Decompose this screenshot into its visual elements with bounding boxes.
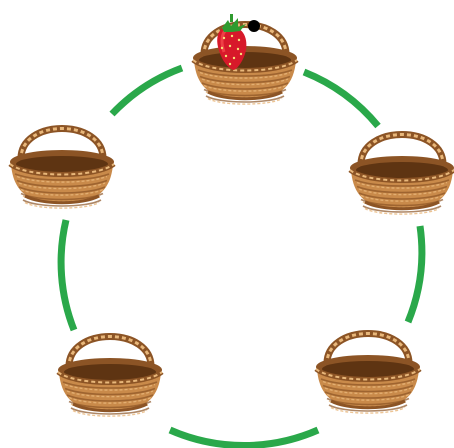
track-segment-bottom	[168, 426, 320, 448]
track-segment-right	[404, 225, 426, 324]
basket-icon	[56, 333, 164, 417]
basket-left[interactable]	[7, 112, 117, 209]
basket-bottom-right[interactable]	[313, 317, 423, 414]
basket-icon	[348, 131, 454, 215]
basket-icon	[191, 21, 299, 105]
track-segment-left	[57, 219, 78, 332]
track-segment-top-right	[302, 68, 381, 129]
strawberry-icon	[217, 14, 247, 70]
track-segment-top-left	[109, 64, 184, 117]
black-dot-icon	[248, 20, 260, 32]
basket-icon	[8, 125, 116, 209]
basket-right[interactable]	[347, 118, 454, 215]
basket-icon	[314, 330, 422, 414]
basket-bottom-left[interactable]	[55, 320, 165, 417]
basket-top[interactable]	[190, 8, 300, 105]
